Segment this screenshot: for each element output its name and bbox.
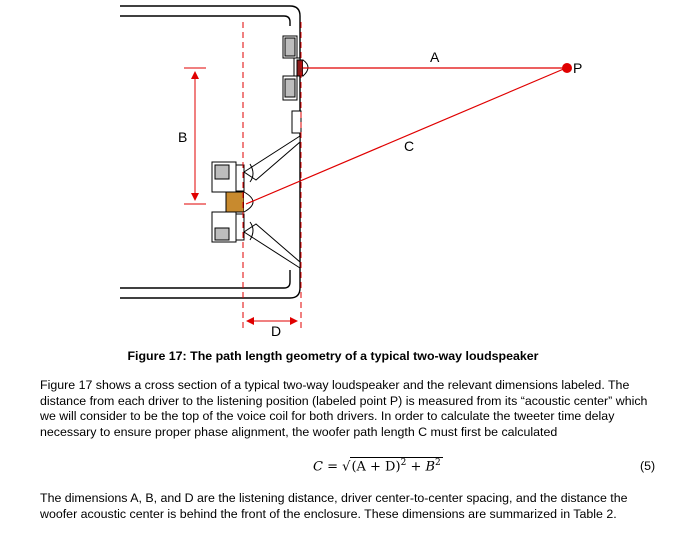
eq-plus: +: [410, 459, 422, 475]
loudspeaker-geometry-figure: B D A C P: [120, 5, 582, 339]
tweeter-voice-coil: [296, 59, 304, 77]
eq-equals: =: [327, 459, 338, 475]
enclosure: [120, 5, 301, 299]
listening-point-p: [562, 63, 572, 73]
label-a: A: [430, 49, 440, 65]
label-b: B: [178, 129, 187, 145]
equation-5: C = √(A + D)2 + B2: [313, 457, 443, 474]
dimension-b: [184, 67, 206, 205]
paragraph-1: Figure 17 shows a cross section of a typ…: [40, 378, 648, 439]
woofer-driver: [211, 135, 301, 269]
label-p: P: [573, 60, 582, 76]
eq-b: B: [425, 459, 436, 475]
woofer-voice-coil: [225, 191, 245, 213]
eq-radicand-term: (A + D): [351, 459, 401, 475]
label-d: D: [271, 323, 281, 339]
path-lines: [245, 67, 567, 205]
figure-caption: Figure 17: The path length geometry of a…: [127, 349, 539, 363]
reference-axes: [242, 22, 302, 330]
eq-lhs: C: [313, 459, 323, 475]
eq-sq1: 2: [400, 458, 407, 468]
tweeter-driver: [282, 35, 309, 134]
label-c: C: [404, 138, 414, 154]
eq-radicand: (A + D)2 + B2: [350, 457, 443, 475]
equation-number: (5): [640, 459, 656, 473]
eq-sqrt-sign: √: [342, 459, 351, 475]
paragraph-2: The dimensions A, B, and D are the liste…: [40, 491, 628, 521]
eq-sq2: 2: [435, 458, 441, 468]
path-c: [245, 67, 567, 205]
